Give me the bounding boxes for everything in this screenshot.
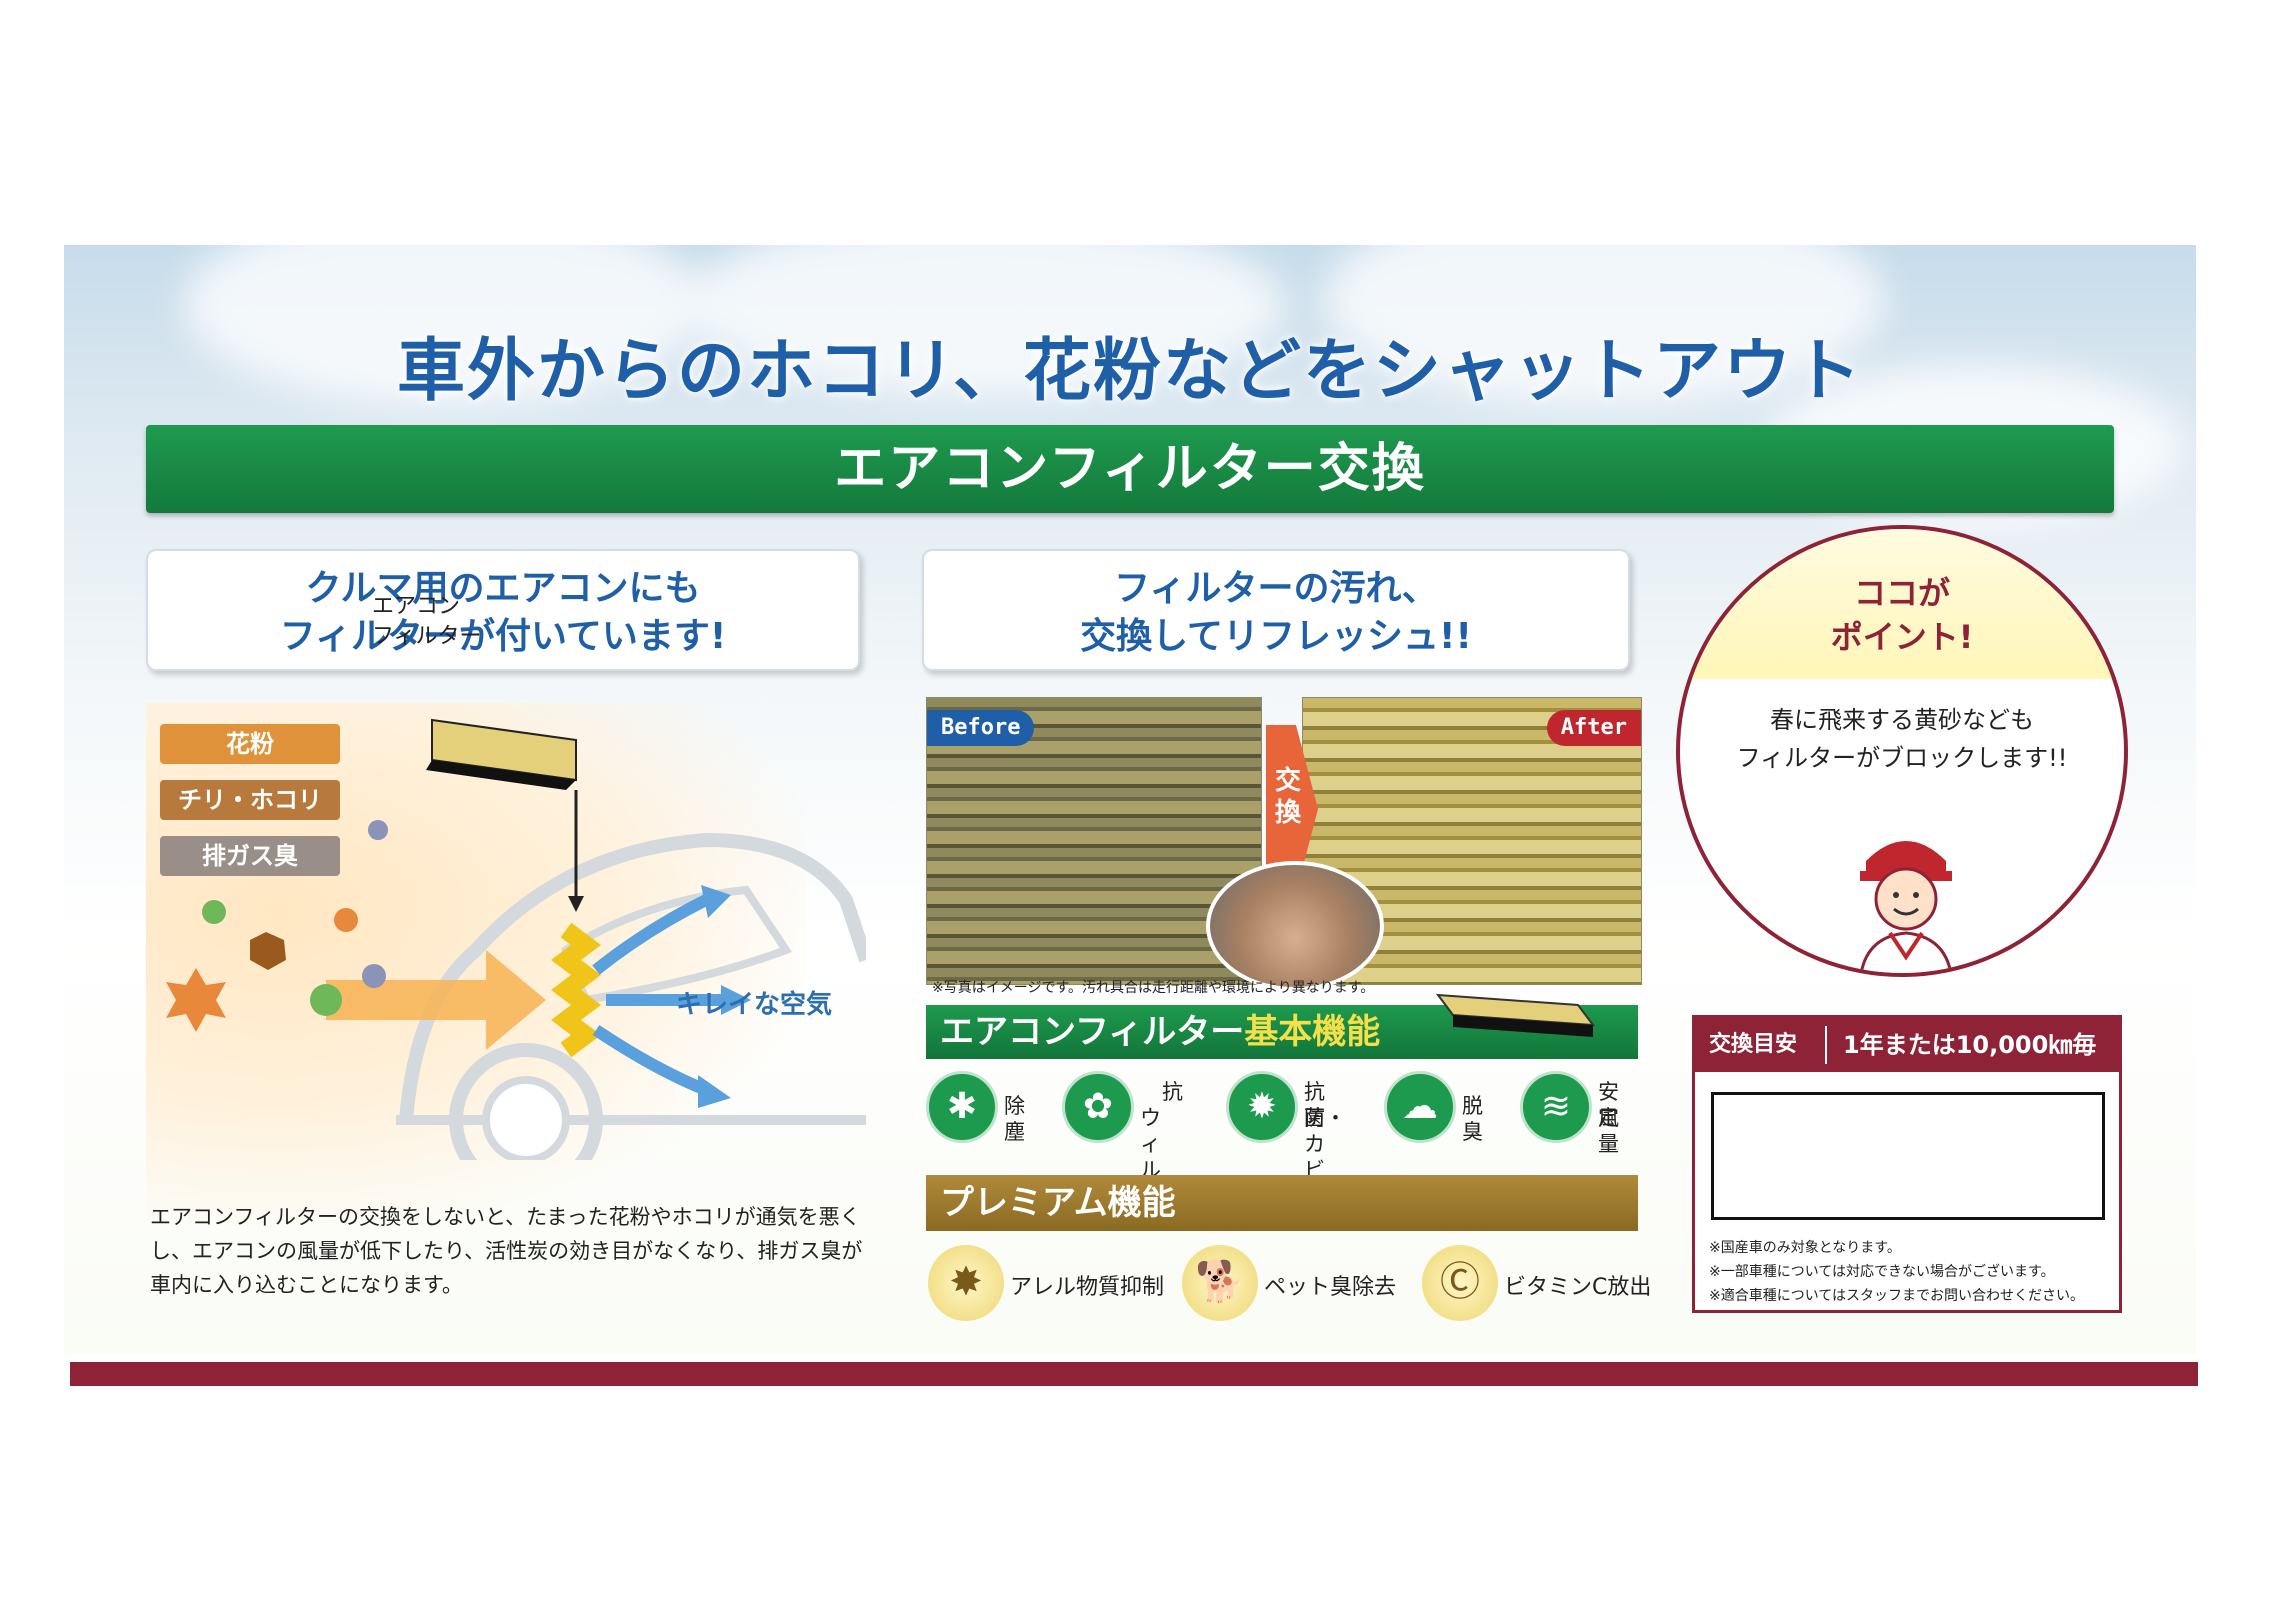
function-label: 抗 [1162,1080,1183,1104]
filter-thumbnail-icon [1435,993,1596,1037]
after-tag: After [1546,710,1641,746]
function-label: 除塵 [1004,1094,1025,1144]
point-circle: ココが ポイント! 春に飛来する黄砂なども フィルターがブロックします!! [1676,525,2128,977]
photo-note: ※写真はイメージです。汚れ具合は走行距離や環境により異なります。 [932,980,1375,996]
deodorize-icon: ☁ [1384,1071,1456,1143]
left-bubble: クルマ用のエアコンにも フィルターが付いています! [146,549,860,671]
vitamin-c-icon: Ⓒ [1422,1245,1498,1321]
particle-icon [202,900,226,924]
description: エアコンフィルターの交換をしないと、たまった花粉やホコリが通気を悪くし、エアコン… [150,1205,863,1297]
notes: ※国産車のみ対象となります。 ※一部車種については対応できない場合がございます。… [1709,1236,2084,1308]
banner-title: エアコンフィルター交換 [146,425,2114,513]
particle-icon [250,932,286,970]
point-text-line2: フィルターがブロックします!! [1736,744,2068,772]
function-label: 抗菌・ [1304,1080,1346,1130]
interval-key: 交換目安 [1709,1032,1798,1057]
car-hub [482,1076,570,1160]
filter-label-line1: エアコン [372,594,461,619]
center-bubble-line1: フィルターの汚れ、 [1114,568,1438,609]
center-bubble-line2: 交換してリフレッシュ!! [1080,616,1472,657]
tag-pollen: 花粉 [160,724,340,764]
before-photo: Before [926,697,1262,985]
particle-icon [334,908,358,932]
mechanic-icon [1859,841,1953,973]
point-title-line1: ココが [1853,574,1950,612]
clean-air-label: キレイな空気 [676,990,833,1020]
basic-function-title-a: エアコンフィルター [940,1012,1245,1052]
function-label: 安定 [1598,1080,1619,1130]
left-bubble-line2: フィルターが付いています! [279,616,727,657]
left-bubble-line1: クルマ用のエアコンにも [305,568,701,609]
particle-icon [362,964,386,988]
basic-function-bar: エアコンフィルター基本機能 [926,1005,1638,1059]
note-line: ※国産車のみ対象となります。 [1709,1240,1901,1256]
interval-separator [1825,1026,1827,1064]
car-window [561,885,793,1005]
particle-icon [368,820,388,840]
blank-write-box [1711,1092,2105,1220]
car-illustration [166,718,866,1160]
basic-function-title-b: 基本機能 [1244,1012,1381,1052]
particle-icon [310,984,342,1016]
exchange-arrow-icon [1266,725,1318,893]
dog-icon: 🐕 [1182,1245,1258,1321]
car-wheel [449,1043,603,1160]
interval-value: 1年または10,000㎞毎 [1843,1031,2097,1059]
premium-label: アレル物質抑制 [1010,1275,1165,1300]
filter-zigzag [551,922,601,1058]
clean-air-arrow-icon [592,894,709,975]
particle-icon [166,968,226,1032]
airflow-icon: ≋ [1520,1071,1592,1143]
bottom-divider [70,1362,2198,1386]
premium-label: ビタミンC放出 [1504,1275,1652,1300]
bacteria-icon: ✹ [1226,1071,1298,1143]
allergen-icon: ✸ [928,1245,1004,1321]
hand-photo [1206,861,1384,991]
filter-label-line2: フィルター [372,624,482,649]
function-label: 風量 [1598,1106,1619,1156]
premium-label: ペット臭除去 [1264,1275,1397,1300]
point-title-line2: ポイント! [1830,618,1974,656]
filter-label: エアコン フィルター [372,592,482,652]
dust-icon: ✱ [926,1071,998,1143]
before-tag: Before [927,710,1035,746]
virus-icon: ✿ [1062,1071,1134,1143]
cloud [684,245,1284,395]
function-label: 脱臭 [1462,1094,1483,1144]
note-line: ※一部車種については対応できない場合がございます。 [1709,1264,2055,1280]
point-text-line1: 春に飛来する黄砂なども [1770,706,2034,734]
tag-dust: チリ・ホコリ [160,780,340,820]
point-text: 春に飛来する黄砂なども フィルターがブロックします!! [1680,701,2124,777]
point-title: ココが ポイント! [1680,571,2124,659]
point-header-band [1680,529,2124,679]
headline: 車外からのホコリ、花粉などをシャットアウト [397,332,1863,411]
inflow-arrow-icon [326,950,546,1050]
note-line: ※適合車種についてはスタッフまでお問い合わせください。 [1709,1288,2085,1304]
interval-header: 交換目安 1年または10,000㎞毎 [1695,1018,2119,1072]
premium-function-bar: プレミアム機能 [926,1175,1638,1231]
center-bubble: フィルターの汚れ、 交換してリフレッシュ!! [922,549,1630,671]
cloud [184,245,704,405]
exchange-label: 交換 [1274,766,1301,828]
tag-exhaust: 排ガス臭 [160,836,340,876]
interval-box: 交換目安 1年または10,000㎞毎 ※国産車のみ対象となります。 ※一部車種に… [1692,1015,2122,1313]
function-label: 防カビ [1304,1106,1325,1182]
clean-air-arrow-icon [592,1025,709,1096]
